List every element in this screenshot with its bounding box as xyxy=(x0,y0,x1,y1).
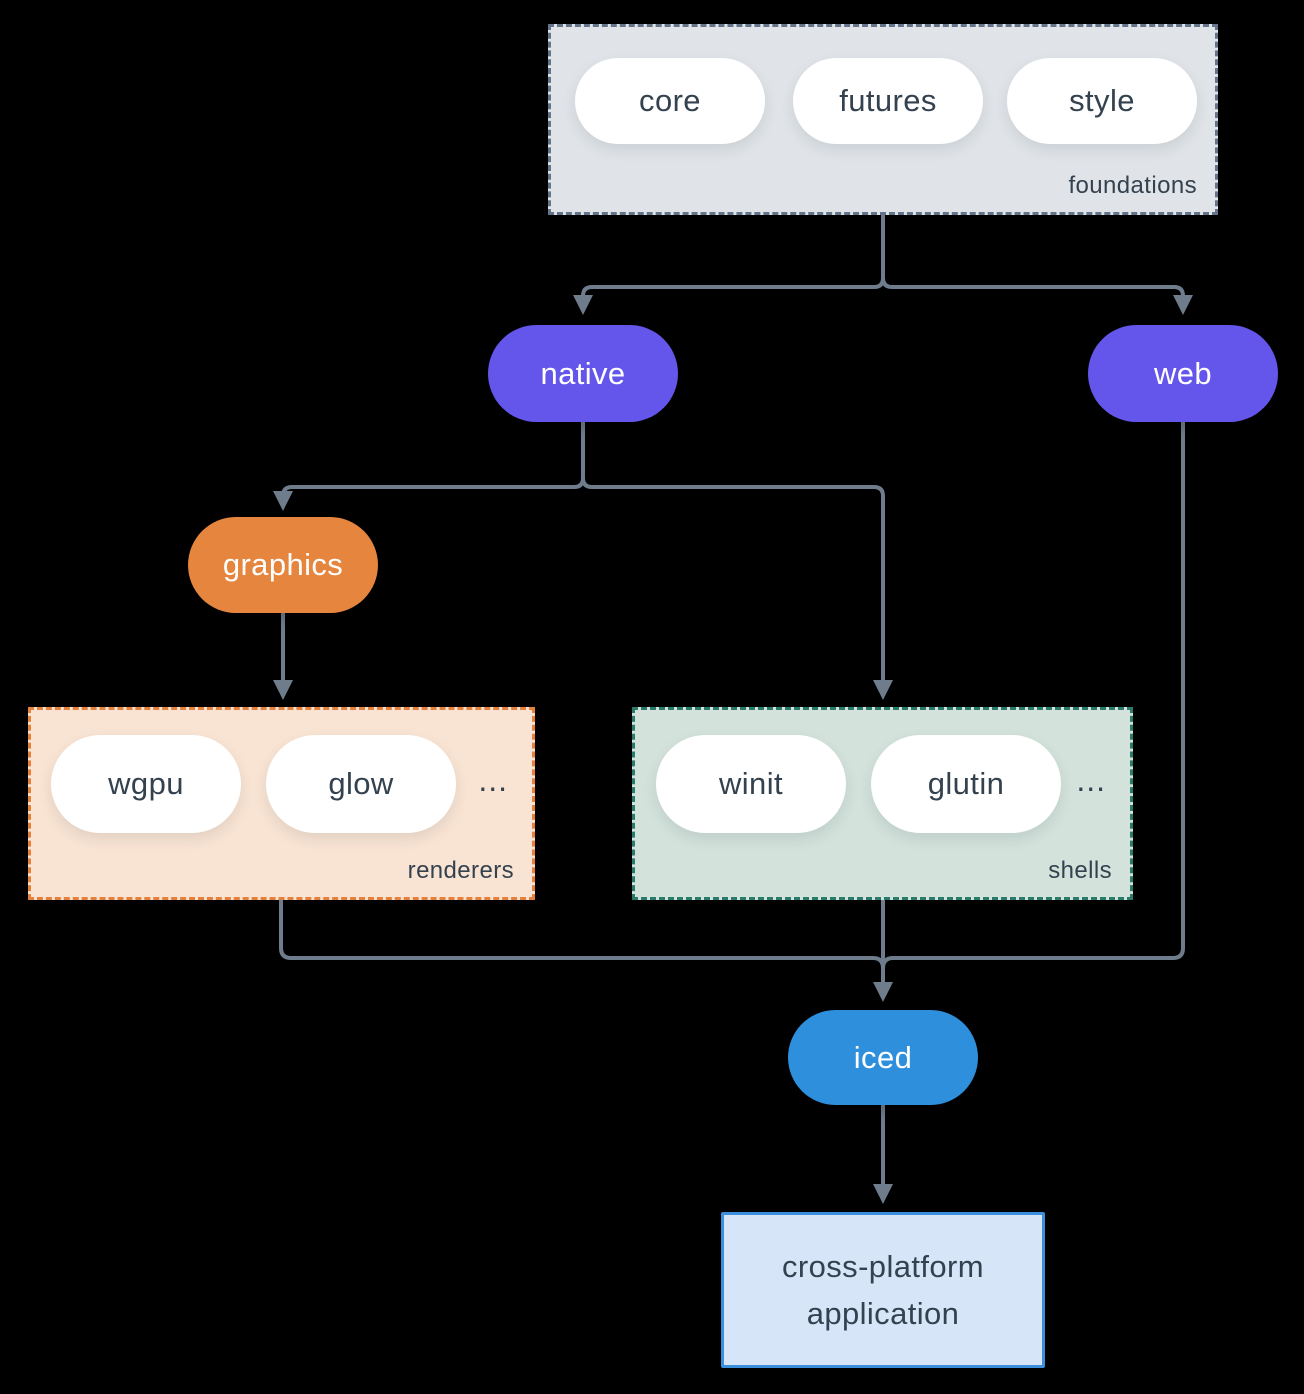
node-winit: winit xyxy=(656,735,846,833)
edge-foundations-native xyxy=(573,215,885,315)
foundations-group: core futures style foundations xyxy=(548,24,1218,215)
node-glutin: glutin xyxy=(871,735,1061,833)
renderers-label: renderers xyxy=(407,857,514,884)
node-cross-platform-application: cross-platform application xyxy=(721,1212,1045,1368)
node-futures: futures xyxy=(793,58,983,144)
node-graphics: graphics xyxy=(188,517,378,613)
node-glow: glow xyxy=(266,735,456,833)
foundations-label: foundations xyxy=(1068,172,1197,199)
node-iced: iced xyxy=(788,1010,978,1105)
node-wgpu: wgpu xyxy=(51,735,241,833)
edge-foundations-web xyxy=(881,215,1193,315)
renderers-ellipsis: ... xyxy=(478,762,508,798)
node-core: core xyxy=(575,58,765,144)
shells-group: winit glutin ... shells xyxy=(632,707,1133,900)
renderers-group: wgpu glow ... renderers xyxy=(28,707,535,900)
edge-native-graphics xyxy=(273,422,585,511)
edge-renderers-merge xyxy=(279,900,885,969)
shells-label: shells xyxy=(1048,857,1112,884)
node-style: style xyxy=(1007,58,1197,144)
node-web: web xyxy=(1088,325,1278,422)
shells-ellipsis: ... xyxy=(1076,762,1106,798)
edge-native-shells xyxy=(581,422,893,700)
node-native: native xyxy=(488,325,678,422)
